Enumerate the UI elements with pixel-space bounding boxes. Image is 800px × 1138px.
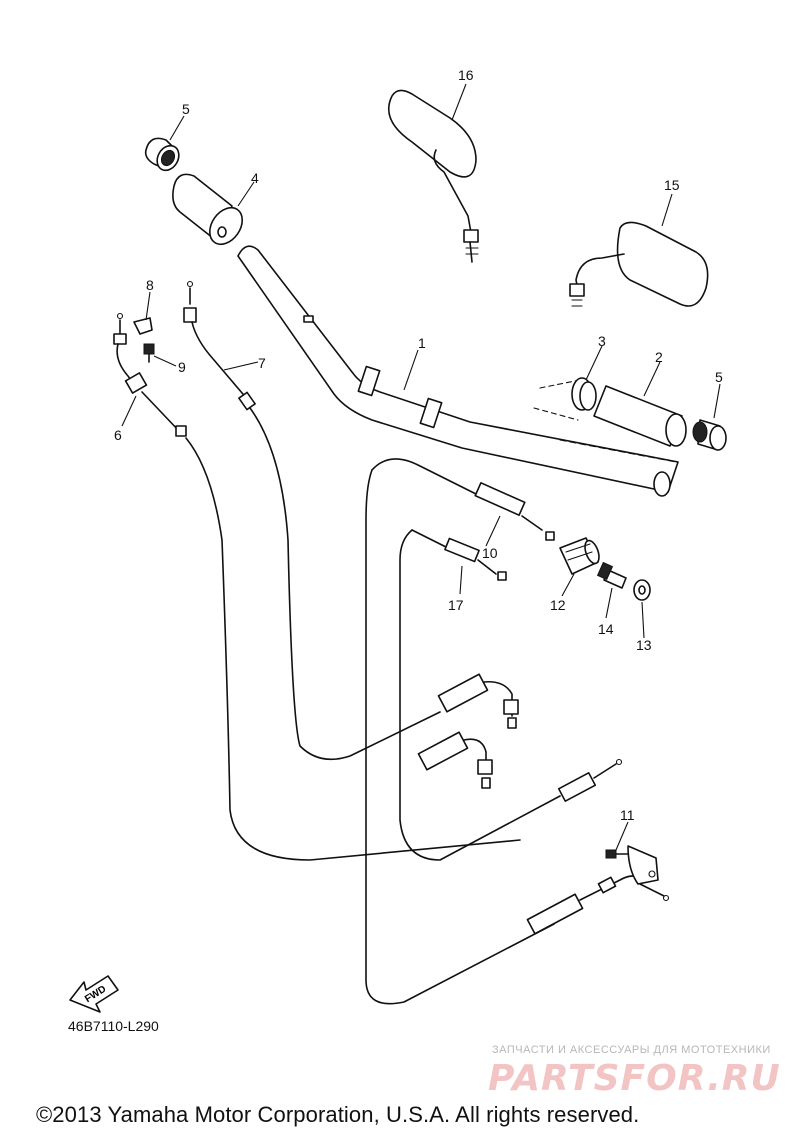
callout-13: 13	[636, 637, 652, 653]
bar-end-weight-right	[692, 419, 727, 451]
watermark-logo: PARTSFOR.RU	[488, 1058, 781, 1099]
clip-screw	[143, 343, 155, 363]
drawing-code: 46B7110-L290	[68, 1018, 159, 1034]
callout-numbers: 1 2 3 4 5 5 6 7 8 9 10 11 12 13 14 15 16…	[114, 67, 723, 823]
callout-16: 16	[458, 67, 474, 83]
cable-bracket	[605, 845, 670, 902]
callout-14: 14	[598, 621, 614, 637]
callout-17: 17	[448, 597, 464, 613]
copyright-notice: ©2013 Yamaha Motor Corporation, U.S.A. A…	[36, 1102, 640, 1127]
lock-nut	[633, 579, 651, 601]
throttle-grip	[533, 379, 687, 447]
adjuster-bolt	[596, 561, 627, 589]
callout-11: 11	[620, 807, 635, 823]
cable-clip	[133, 317, 153, 335]
handlebar	[237, 245, 679, 497]
left-grip	[172, 173, 244, 246]
callout-10: 10	[482, 545, 498, 561]
callout-2: 2	[655, 349, 663, 365]
callout-15: 15	[664, 177, 680, 193]
grip-collar	[571, 377, 597, 411]
fwd-arrow-icon: FWD	[69, 975, 119, 1013]
throttle-cable-17	[399, 529, 623, 861]
cable-adjuster	[559, 537, 600, 575]
throttle-cable-7	[183, 280, 519, 761]
clutch-cable	[113, 312, 521, 861]
callout-leads	[121, 83, 721, 851]
mirror-left	[387, 89, 479, 263]
callout-9: 9	[178, 359, 186, 375]
callout-8: 8	[146, 277, 154, 293]
callout-5-right: 5	[715, 369, 723, 385]
callout-3: 3	[598, 333, 606, 349]
callout-1: 1	[418, 335, 426, 351]
callout-12: 12	[550, 597, 566, 613]
callout-6: 6	[114, 427, 122, 443]
callout-7: 7	[258, 355, 266, 371]
bar-end-weight-left	[144, 137, 180, 172]
throttle-cable-10	[365, 458, 665, 1005]
callout-5-left: 5	[182, 101, 190, 117]
mirror-right	[569, 221, 709, 307]
watermark-tagline: ЗАПЧАСТИ И АКСЕССУАРЫ ДЛЯ МОТОТЕХНИКИ	[492, 1044, 771, 1056]
callout-4: 4	[251, 170, 259, 186]
